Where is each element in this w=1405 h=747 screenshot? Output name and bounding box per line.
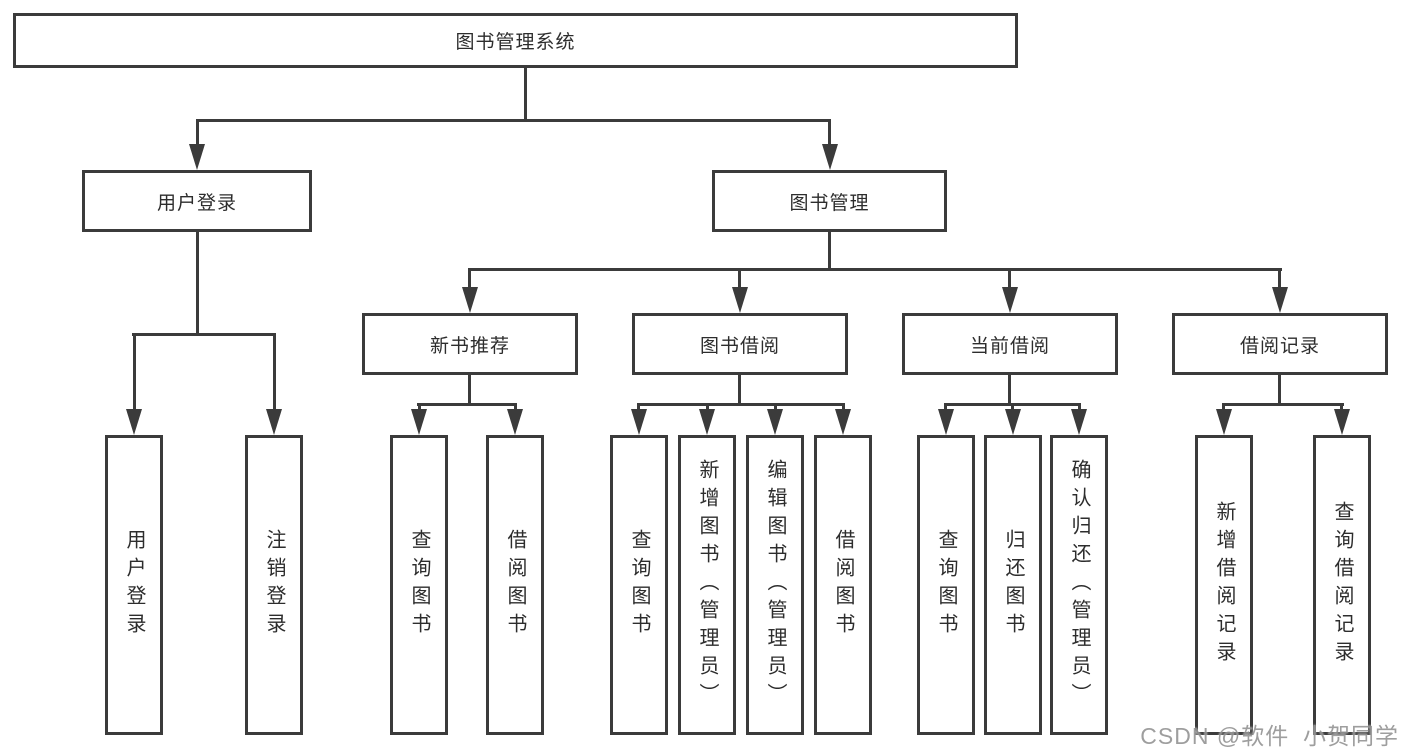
leaf-cb-query-books-label: 查询图书 <box>935 529 957 641</box>
leaf-bb-query-books: 查询图书 <box>610 435 668 735</box>
connector-nbr-drop-1 <box>418 403 421 411</box>
leaf-cb-confirm-return-admin-label: 确认归还（管理员） <box>1068 459 1090 711</box>
leaf-nbr-query-books-label: 查询图书 <box>408 529 430 641</box>
connector-nbr-stem <box>468 375 471 406</box>
connector-br-drop-2 <box>1340 403 1343 411</box>
connector-nbr-drop-2 <box>514 403 517 411</box>
connector-br-split <box>1222 403 1344 406</box>
leaf-br-add-record-label: 新增借阅记录 <box>1213 501 1235 669</box>
connector-bb-drop-1 <box>637 403 640 411</box>
leaf-br-add-record: 新增借阅记录 <box>1195 435 1253 735</box>
arrow-to-nbr-borrow-books <box>507 409 523 435</box>
connector-bb-drop-2 <box>706 403 709 411</box>
connector-book-mgmt-drop-3 <box>1008 268 1011 289</box>
arrow-to-cb-confirm-return <box>1071 409 1087 435</box>
leaf-cb-query-books: 查询图书 <box>917 435 975 735</box>
arrow-to-leaf-logout <box>266 409 282 435</box>
node-new-book-recommend: 新书推荐 <box>362 313 578 375</box>
connector-book-mgmt-drop-4 <box>1278 268 1281 289</box>
connector-bb-split <box>637 403 845 406</box>
connector-bb-stem <box>738 375 741 406</box>
arrow-to-bb-edit-books <box>767 409 783 435</box>
node-user-login: 用户登录 <box>82 170 312 232</box>
connector-book-mgmt-drop-2 <box>738 268 741 289</box>
arrow-to-book-borrowing <box>732 287 748 313</box>
arrow-to-book-management <box>822 144 838 170</box>
connector-root-right-drop <box>828 119 831 146</box>
leaf-nbr-query-books: 查询图书 <box>390 435 448 735</box>
arrow-to-cb-query-books <box>938 409 954 435</box>
arrow-to-user-login <box>189 144 205 170</box>
leaf-br-query-record-label: 查询借阅记录 <box>1331 501 1353 669</box>
leaf-nbr-borrow-books: 借阅图书 <box>486 435 544 735</box>
connector-cb-drop-3 <box>1078 403 1081 411</box>
connector-cb-stem <box>1008 375 1011 406</box>
node-book-management: 图书管理 <box>712 170 947 232</box>
connector-br-stem <box>1278 375 1281 406</box>
arrow-to-bb-borrow-books <box>835 409 851 435</box>
leaf-cb-return-books-label: 归还图书 <box>1002 529 1024 641</box>
connector-cb-drop-2 <box>1011 403 1014 411</box>
leaf-bb-add-books-admin-label: 新增图书（管理员） <box>696 459 718 711</box>
arrow-to-br-query-record <box>1334 409 1350 435</box>
leaf-cb-return-books: 归还图书 <box>984 435 1042 735</box>
node-current-borrowing-label: 当前借阅 <box>969 335 1050 357</box>
node-book-borrowing-label: 图书借阅 <box>699 335 780 357</box>
node-new-book-recommend-label: 新书推荐 <box>429 335 510 357</box>
connector-bb-drop-3 <box>774 403 777 411</box>
leaf-cb-confirm-return-admin: 确认归还（管理员） <box>1050 435 1108 735</box>
leaf-bb-edit-books-admin: 编辑图书（管理员） <box>746 435 804 735</box>
connector-book-mgmt-split <box>468 268 1282 271</box>
node-book-borrowing: 图书借阅 <box>632 313 848 375</box>
arrow-to-leaf-user-login <box>126 409 142 435</box>
connector-user-login-drop-1 <box>133 333 136 409</box>
leaf-bb-add-books-admin: 新增图书（管理员） <box>678 435 736 735</box>
connector-user-login-split <box>132 333 276 336</box>
arrow-to-current-borrowing <box>1002 287 1018 313</box>
node-root-system-label: 图书管理系统 <box>455 32 576 53</box>
arrow-to-bb-query-books <box>631 409 647 435</box>
leaf-logout-label: 注销登录 <box>263 529 285 641</box>
node-user-login-label: 用户登录 <box>156 192 237 214</box>
csdn-watermark: CSDN @软件_小贺同学 <box>1140 723 1399 747</box>
arrow-to-br-add-record <box>1216 409 1232 435</box>
arrow-to-bb-add-books <box>699 409 715 435</box>
leaf-br-query-record: 查询借阅记录 <box>1313 435 1371 735</box>
node-root-system: 图书管理系统 <box>13 13 1018 68</box>
connector-book-mgmt-drop-1 <box>468 268 471 289</box>
leaf-logout: 注销登录 <box>245 435 303 735</box>
connector-cb-drop-1 <box>944 403 947 411</box>
arrow-to-cb-return-books <box>1005 409 1021 435</box>
node-borrowing-records: 借阅记录 <box>1172 313 1388 375</box>
node-borrowing-records-label: 借阅记录 <box>1239 335 1320 357</box>
leaf-user-login-label: 用户登录 <box>123 529 145 641</box>
connector-root-stem <box>524 68 527 120</box>
leaf-bb-borrow-books-label: 借阅图书 <box>832 529 854 641</box>
leaf-bb-query-books-label: 查询图书 <box>628 529 650 641</box>
leaf-user-login: 用户登录 <box>105 435 163 735</box>
arrow-to-nbr-query-books <box>411 409 427 435</box>
connector-br-drop-1 <box>1222 403 1225 411</box>
arrow-to-borrowing-records <box>1272 287 1288 313</box>
arrow-to-new-book-recommend <box>462 287 478 313</box>
connector-user-login-stem <box>196 232 199 336</box>
node-book-management-label: 图书管理 <box>789 192 870 214</box>
leaf-nbr-borrow-books-label: 借阅图书 <box>504 529 526 641</box>
connector-book-mgmt-stem <box>828 232 831 271</box>
connector-user-login-drop-2 <box>273 333 276 409</box>
connector-root-left-drop <box>196 119 199 146</box>
connector-root-split <box>196 119 831 122</box>
node-current-borrowing: 当前借阅 <box>902 313 1118 375</box>
connector-bb-drop-4 <box>842 403 845 411</box>
leaf-bb-borrow-books: 借阅图书 <box>814 435 872 735</box>
connector-nbr-split <box>417 403 517 406</box>
leaf-bb-edit-books-admin-label: 编辑图书（管理员） <box>764 459 786 711</box>
